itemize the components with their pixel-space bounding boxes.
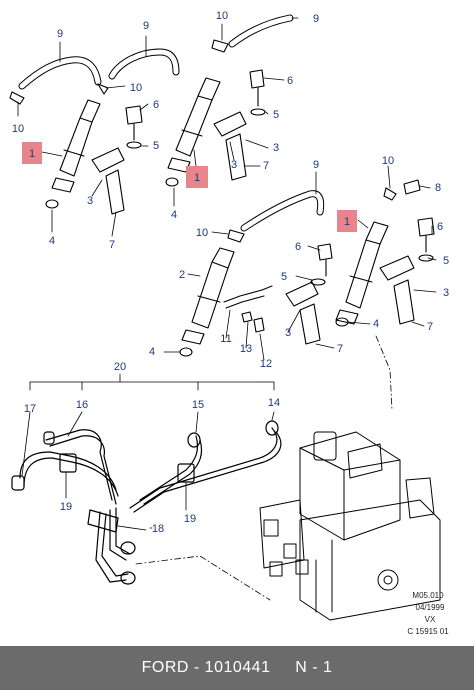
exploded-parts-diagram: 1 1 1 2 3 3 3 3 3 4 4 4 4 5 5 5 5 6 6 6 … <box>9 10 449 636</box>
callout-18: 18 <box>152 523 164 535</box>
callout-7-c: 7 <box>337 343 343 355</box>
callout-19-b: 19 <box>184 513 196 525</box>
callout-1-a: 1 <box>29 148 35 160</box>
callout-10-c: 10 <box>216 10 228 22</box>
brand-label: FORD <box>141 659 189 676</box>
meta-ref: M05.010 <box>412 591 444 600</box>
callout-14: 14 <box>268 397 280 409</box>
callout-5-a: 5 <box>153 140 159 152</box>
callout-16: 16 <box>76 399 88 411</box>
callout-5-b: 5 <box>273 109 279 121</box>
callout-3-d: 3 <box>443 287 449 299</box>
callout-8: 8 <box>435 182 441 194</box>
callout-10-a: 10 <box>12 123 24 135</box>
callout-2: 2 <box>179 269 185 281</box>
callout-9-d: 9 <box>313 159 319 171</box>
callout-17: 17 <box>24 403 36 415</box>
callout-11: 11 <box>220 333 231 345</box>
leader-lines <box>17 17 437 601</box>
callout-4-b: 4 <box>171 209 177 221</box>
highlight-box-a <box>22 142 42 164</box>
callout-9-b: 9 <box>143 20 149 32</box>
callout-4-c: 4 <box>149 346 155 358</box>
callout-9-a: 9 <box>57 28 63 40</box>
highlight-box-c <box>337 210 357 232</box>
callout-3-a: 3 <box>87 195 93 207</box>
callout-7-b: 7 <box>263 160 269 172</box>
meta-code: VX <box>425 615 436 624</box>
injector-assembly-b <box>165 14 294 187</box>
callout-5-c: 5 <box>281 271 287 283</box>
callout-9-c: 9 <box>313 13 319 25</box>
part-info-bar: FORD - 1010441 N - 1 <box>0 646 474 690</box>
meta-date: 04/1999 <box>416 603 445 612</box>
brand-separator: - <box>188 659 205 676</box>
callout-3-e: 3 <box>273 142 279 154</box>
callout-10-b: 10 <box>130 82 142 94</box>
callout-5-d: 5 <box>443 255 449 267</box>
callout-15: 15 <box>192 399 204 411</box>
callout-13: 13 <box>240 343 252 355</box>
injection-pump <box>259 431 441 621</box>
callout-4-d: 4 <box>373 318 379 330</box>
part-number: 1010441 <box>204 659 271 676</box>
callout-10-d: 10 <box>196 227 208 239</box>
callout-6-c: 6 <box>295 241 301 253</box>
callout-1-c: 1 <box>344 216 350 228</box>
meta-drawing-number: C 15915 01 <box>407 627 449 636</box>
callout-labels: 1 1 1 2 3 3 3 3 3 4 4 4 4 5 5 5 5 6 6 6 … <box>12 10 449 535</box>
callout-20: 20 <box>114 361 126 373</box>
highlight-box-b <box>186 166 208 188</box>
quantity-label: N - 1 <box>295 659 333 676</box>
callout-4-a: 4 <box>49 235 55 247</box>
callout-6-a: 6 <box>153 99 159 111</box>
gap <box>270 659 295 677</box>
callout-1-b: 1 <box>194 172 200 184</box>
callout-7-a: 7 <box>109 239 115 251</box>
callout-10-e: 10 <box>382 155 394 167</box>
callout-3-c: 3 <box>285 327 291 339</box>
injector-assembly-c <box>335 179 435 327</box>
callout-6-b: 6 <box>287 75 293 87</box>
callout-7-d: 7 <box>427 321 433 333</box>
callout-19-a: 19 <box>60 501 72 513</box>
callout-3-b: 3 <box>231 159 237 171</box>
injection-pipes <box>11 420 282 585</box>
injector-assembly-d <box>179 190 333 357</box>
callout-12: 12 <box>260 358 272 370</box>
callout-6-d: 6 <box>437 221 443 233</box>
document-meta: M05.010 04/1999 VX C 15915 01 <box>407 591 449 636</box>
injector-assembly-a <box>9 48 180 215</box>
